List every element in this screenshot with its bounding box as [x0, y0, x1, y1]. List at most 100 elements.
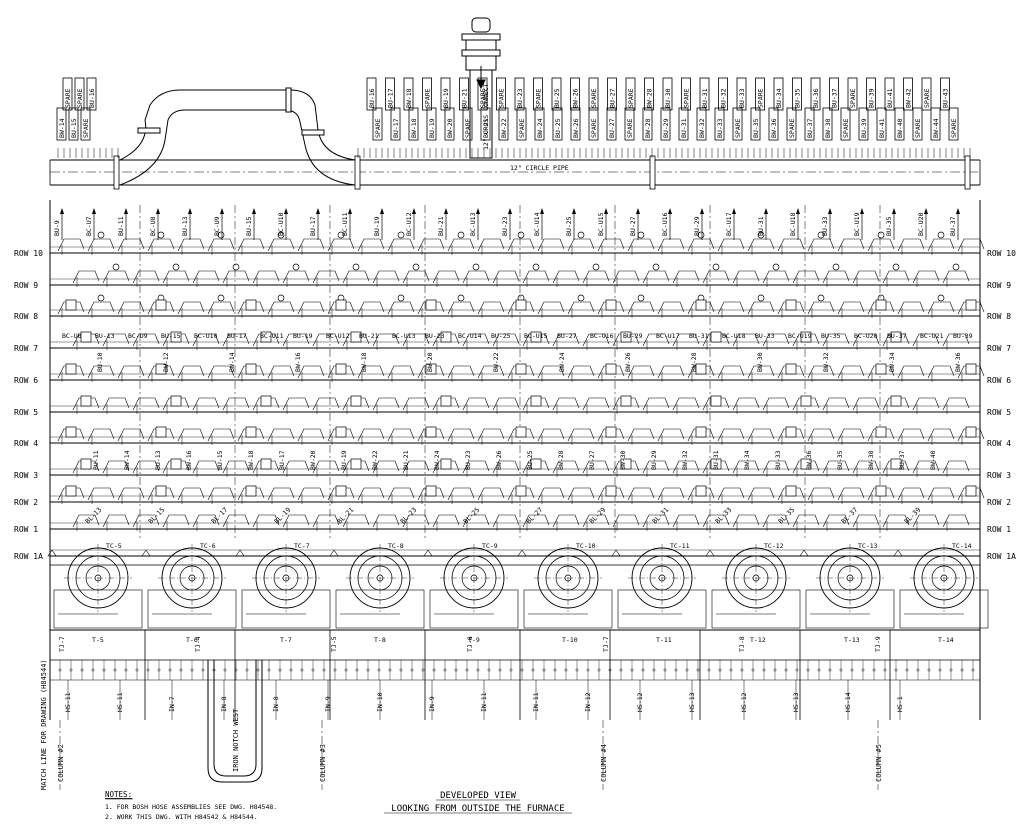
- row7-stave-label: BW-30: [756, 352, 764, 372]
- bottom-line-label: HS-12: [636, 692, 644, 712]
- header-box-top-text: BU-43: [942, 88, 950, 108]
- row10-stave-label: BC-U9: [213, 208, 224, 240]
- row8-stave-label: BC-U21: [920, 332, 944, 340]
- header-box-top: SPARE: [921, 77, 932, 111]
- header-box-top-text: BU-19: [442, 88, 450, 108]
- header-box-bottom: BW-36: [768, 107, 779, 141]
- row10-stave-label-text: BU-17: [309, 216, 317, 236]
- tuyere-tc-label: TC-14: [952, 542, 972, 550]
- header-box-bottom-text: BU-27: [608, 118, 616, 138]
- header-box-top-text: SPARE: [479, 88, 487, 108]
- row8-stave-label: BU-27: [557, 332, 577, 340]
- row-label-right: ROW 2: [987, 498, 1011, 507]
- header-box-top: SPARE: [533, 77, 543, 111]
- row10-stave-label-text: BU-19: [373, 216, 381, 236]
- header-box-top-text: SPARE: [757, 88, 765, 108]
- header-box-bottom-text: BW-38: [824, 118, 832, 138]
- row-label-left: ROW 9: [14, 281, 38, 290]
- tuyere: TC-10T-10: [517, 542, 613, 644]
- row3-stave-label: BU-11: [92, 450, 100, 470]
- row1-stave-label: BL-37: [840, 506, 860, 526]
- header-box-top-text: SPARE: [424, 88, 432, 108]
- header-box-top-text: BW-42: [905, 88, 913, 108]
- title-line-1: DEVELOPED VIEW: [440, 791, 516, 801]
- row-label-left: ROW 6: [14, 376, 38, 385]
- bottom-line-label: IN-9: [428, 696, 436, 712]
- tuyere-t-label: T-10: [562, 636, 578, 644]
- header-box-bottom-text: BU-21: [482, 118, 490, 138]
- row3-stave-label: BW-24: [433, 450, 441, 470]
- row7-stave-label: BW-36: [954, 352, 962, 372]
- header-box-bottom-text: BU-25: [554, 118, 562, 138]
- row8-stave-label: BU-29: [623, 332, 643, 340]
- row10-stave-label-text: BC-U10: [277, 212, 285, 236]
- row8-stave-label: BC-U20: [854, 332, 878, 340]
- header-box-top: BU-32: [718, 77, 728, 111]
- header-box-top: BU-34: [773, 77, 784, 111]
- tj-label: TJ-7: [602, 636, 610, 652]
- header-box-top: BW-18: [403, 77, 414, 111]
- header-box-left-bottom: BU-15: [68, 107, 79, 141]
- row10-stave-label: BC-U16: [661, 208, 672, 240]
- row-label-right: ROW 3: [987, 471, 1011, 480]
- tuyere-tc-label: TC-7: [294, 542, 310, 550]
- column-label: COLUMN #3: [319, 744, 327, 782]
- row-label-left: ROW 1A: [14, 552, 43, 561]
- tj-label: TJ-4: [194, 636, 202, 652]
- tj-label: TJ-7: [58, 636, 66, 652]
- row10-stave-label: BU-31: [757, 208, 768, 240]
- row8-stave-label: BU-31: [689, 332, 709, 340]
- row3-stave-label: BU-13: [154, 450, 162, 470]
- row8-stave-label: BC-U17: [656, 332, 680, 340]
- row1-stave-label: BL-31: [651, 506, 671, 526]
- row10-stave-label: BC-U12: [405, 208, 416, 240]
- header-box-top-text: BW-26: [572, 88, 580, 108]
- row8-stave-label: BC-U11: [260, 332, 284, 340]
- row10-stave-label-text: BU-15: [245, 216, 253, 236]
- header-box-top-text: BU-30: [664, 88, 672, 108]
- row8-stave-label: BC-U18: [722, 332, 746, 340]
- row10-stave-label-text: BC-U8: [149, 216, 157, 236]
- row10-stave-label-text: BC-U16: [661, 212, 669, 236]
- cross-connect: 12" CROSS CONNECT: [461, 17, 501, 159]
- tuyere-section: TC-5T-5TC-6T-6TC-7T-7TC-8T-8TC-9T-9TC-10…: [47, 542, 989, 644]
- header-box-bottom: SPARE: [516, 107, 527, 141]
- row7-stave-label: BW-34: [888, 352, 896, 372]
- tuyere: TC-14T-14: [893, 542, 989, 644]
- header-box-top: BU-37: [829, 77, 839, 111]
- header-box-bottom: BU-35: [750, 107, 761, 141]
- row10-stave-label: BU-27: [629, 208, 640, 240]
- row1-stave-label: BL-29: [588, 506, 608, 526]
- row10-stave-label: BU-37: [949, 208, 960, 240]
- header-box-top: BW-42: [903, 77, 913, 111]
- tj-label: TJ-8: [738, 636, 746, 652]
- title-line-2: LOOKING FROM OUTSIDE THE FURNACE: [391, 804, 564, 814]
- column-label: COLUMN #5: [875, 744, 883, 782]
- row10-stave-label: BC-U13: [469, 208, 480, 240]
- header-box-bottom-text: BW-28: [644, 118, 652, 138]
- header-box-bottom-text: BW-40: [896, 118, 904, 138]
- header-box-bottom: BU-27: [606, 107, 617, 141]
- row3-stave-label: BW-16: [185, 450, 193, 470]
- row7-stave-label: BU-10: [96, 352, 104, 372]
- bottom-line-label: HS-14: [844, 692, 852, 712]
- header-box-top-text: BU-17: [387, 88, 395, 108]
- header-box-bottom: BU-21: [480, 107, 491, 141]
- header-box-bottom: BU-17: [390, 107, 401, 141]
- tuyere-t-label: T-9: [468, 636, 480, 644]
- header-box-left-top-text: BU-16: [88, 88, 96, 108]
- tuyere: TC-7T-7: [235, 542, 331, 644]
- row10-stave-label-text: BU-23: [501, 216, 509, 236]
- iron-notch: IRON NOTCH WEST: [207, 660, 263, 783]
- header-box-top-text: BU-25: [553, 88, 561, 108]
- header-box-bottom: BU-33: [714, 107, 725, 141]
- row10-stave-label-text: BU-31: [757, 216, 765, 236]
- header-box-top: BU-16: [366, 77, 377, 111]
- tuyere: TC-11T-11: [611, 542, 707, 644]
- row10-stave-label: BC-U17: [725, 208, 736, 240]
- circle-pipe-label: 12" CIRCLE PIPE: [510, 164, 569, 172]
- header-box-top-text: BU-21: [461, 88, 469, 108]
- header-box-bottom-text: BU-31: [680, 118, 688, 138]
